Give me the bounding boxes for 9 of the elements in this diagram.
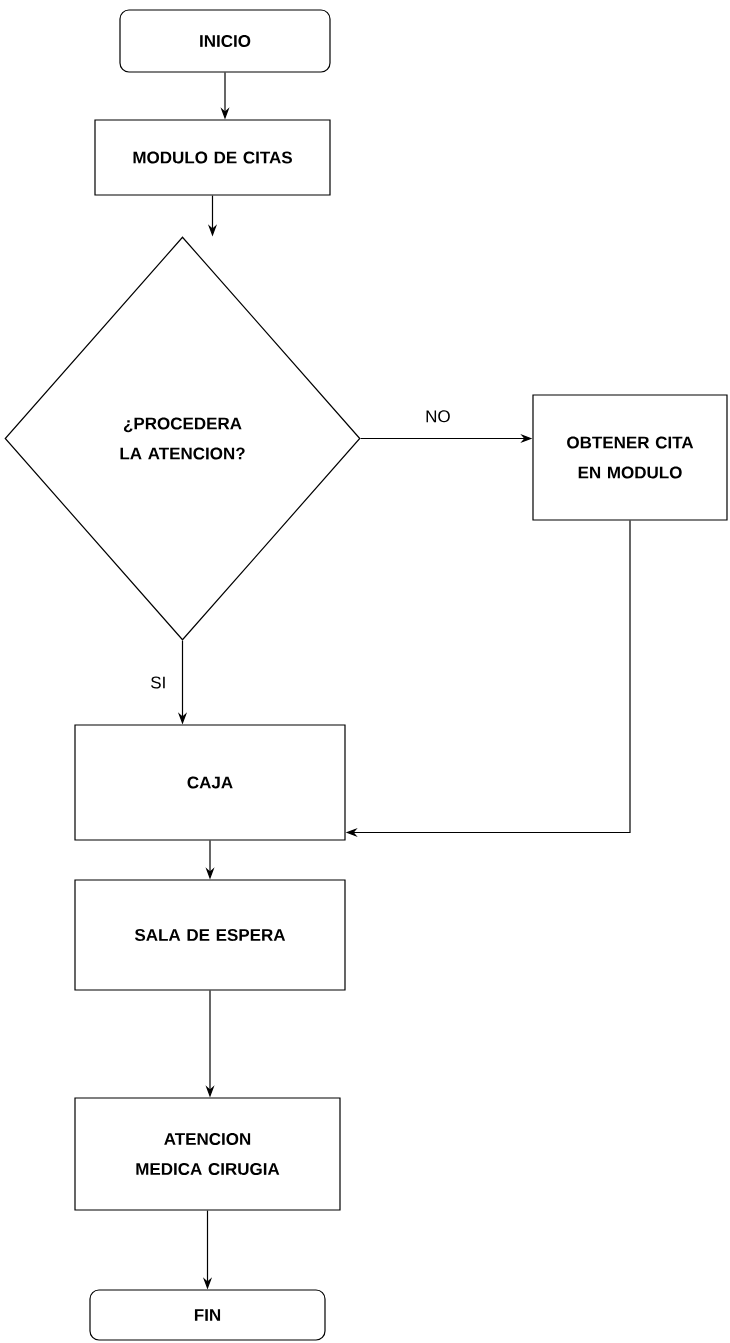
terminal-box: FIN xyxy=(89,1289,326,1341)
edge-label: SI xyxy=(148,674,169,691)
process-box: CAJA xyxy=(74,724,346,841)
edge-label: NO xyxy=(423,408,453,425)
terminal-box: INICIO xyxy=(119,9,331,73)
process-box: SALA DE ESPERA xyxy=(74,879,346,991)
process-box: ATENCION MEDICA CIRUGIA xyxy=(74,1097,341,1211)
process-box: MODULO DE CITAS xyxy=(94,119,331,196)
process-box: OBTENER CITA EN MODULO xyxy=(532,394,728,521)
